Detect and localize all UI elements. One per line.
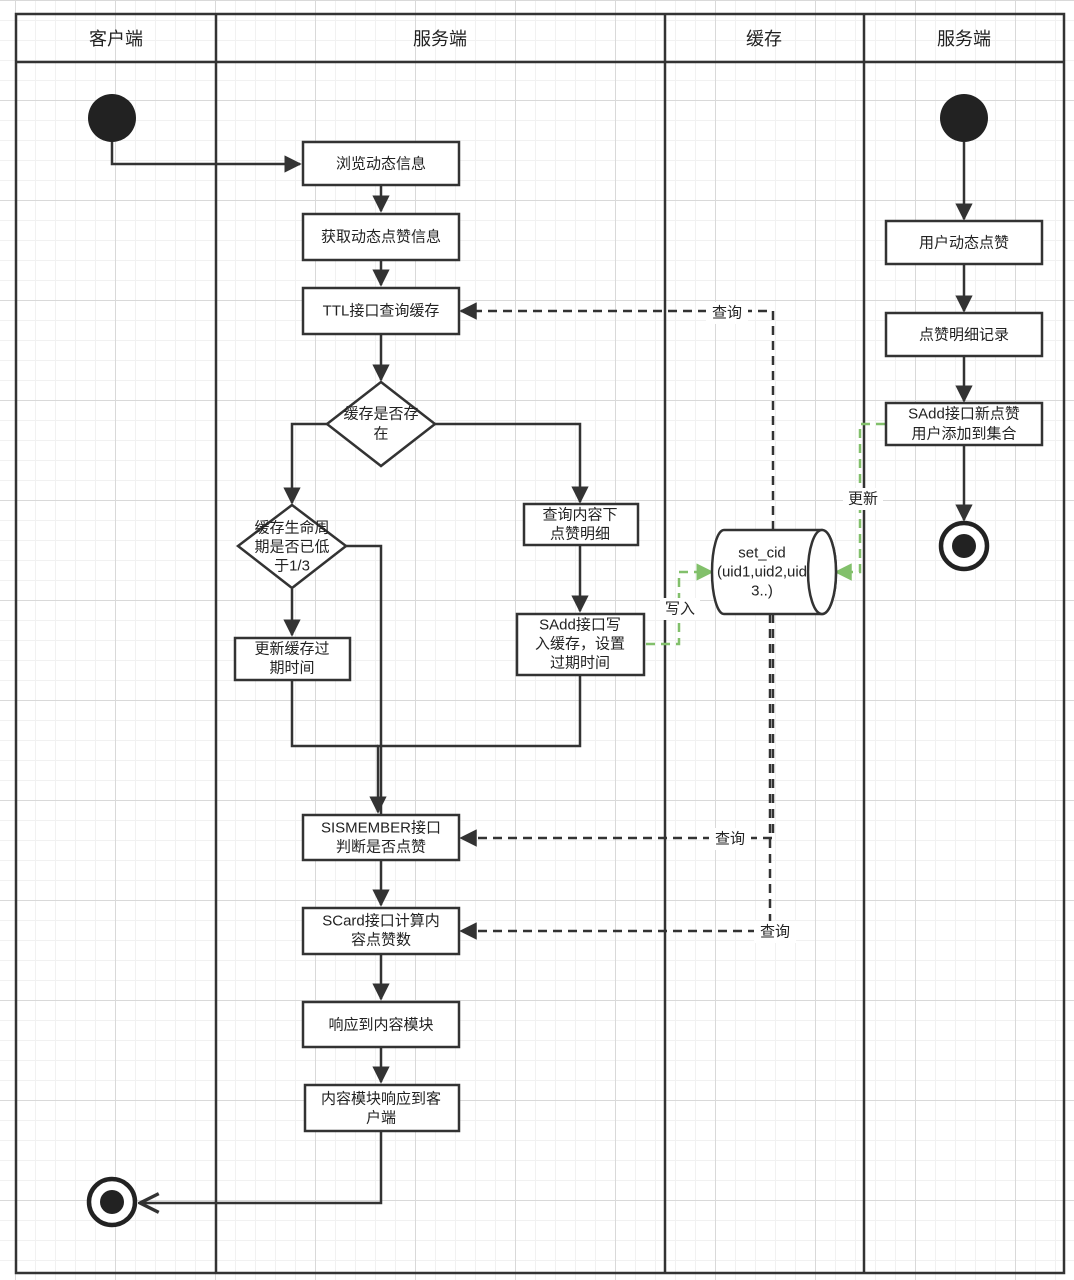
action-like-record: [884, 311, 1044, 358]
action-update-expire-line1: 更新缓存过: [254, 641, 329, 658]
action-scard: [301, 906, 461, 956]
decision-cache-exists-line1: 缓存是否存: [343, 406, 418, 423]
end-node-client: [86, 1176, 138, 1228]
edge-decision-to-ttl-check: [283, 422, 327, 505]
label-bg: [706, 302, 748, 324]
decision-ttl-check-line3: 于1/3: [274, 558, 310, 575]
action-like-record-label: 点赞明细记录: [919, 327, 1009, 344]
action-sadd-new: [884, 401, 1044, 447]
action-update-expire-line2: 期时间: [269, 660, 314, 677]
action-sismember-line1: SISMEMBER接口: [321, 820, 441, 837]
action-module-respond-client-line1: 内容模块响应到客: [321, 1090, 441, 1108]
flow-edges: [110, 140, 973, 1203]
action-sadd-write: [515, 612, 646, 677]
action-sismember-line2: 判断是否点赞: [336, 839, 426, 856]
edge-cache-to-ttl-query: [459, 302, 775, 530]
lane-header-server: 服务端: [413, 29, 467, 49]
action-browse-label: 浏览动态信息: [336, 156, 426, 173]
start-node-client: [88, 94, 136, 142]
action-get-like: [301, 212, 461, 262]
label-bg: [660, 598, 700, 620]
action-get-like-label: 获取动态点赞信息: [321, 229, 441, 246]
edge-decision-to-query-detail: [435, 422, 589, 504]
action-query-detail-line2: 点赞明细: [550, 526, 610, 543]
swimlane-frame: [14, 12, 1066, 1275]
lane-header-server-2: 服务端: [937, 29, 991, 49]
edge-label-update: 更新: [848, 491, 878, 508]
cache-set-cid-line2: (uid1,uid2,uid: [717, 564, 807, 581]
edge-module-to-end: [140, 1132, 383, 1203]
label-bg: [709, 828, 751, 850]
action-user-like-label: 用户动态点赞: [919, 235, 1009, 252]
edge-sadd-to-sismember: [369, 676, 582, 814]
end-node-server2: [938, 520, 990, 572]
action-sadd-new-line2: 用户添加到集合: [911, 426, 1016, 443]
action-sadd-write-line3: 过期时间: [550, 655, 610, 672]
action-ttl-query: [301, 286, 461, 336]
edge-label-query-scard: 查询: [760, 924, 790, 941]
action-ttl-query-label: TTL接口查询缓存: [323, 303, 440, 320]
action-browse: [301, 140, 461, 187]
lane-header-cache: 缓存: [746, 29, 782, 49]
edge-start-to-browse: [110, 140, 302, 173]
cache-set-cid-line1: set_cid: [738, 545, 786, 562]
label-bg: [754, 921, 796, 943]
action-query-detail-line1: 查询内容下: [542, 507, 617, 524]
edge-ttl-check-to-merge: [346, 544, 383, 814]
action-module-respond-client: [303, 1083, 461, 1133]
cache-set-cid-line3: 3..): [751, 583, 773, 600]
decision-ttl-check-line2: 期是否已低: [254, 539, 329, 556]
edge-label-write: 写入: [665, 601, 695, 618]
edge-update-to-merge: [290, 681, 378, 748]
edge-label-query-ttl: 查询: [712, 305, 742, 322]
start-node-server2: [940, 94, 988, 142]
lane-header-client: 客户端: [89, 29, 143, 49]
decision-ttl-check-line1: 缓存生命周: [254, 519, 329, 537]
action-respond-module-label: 响应到内容模块: [328, 1016, 433, 1034]
action-scard-line1: SCard接口计算内: [322, 912, 440, 930]
decision-ttl-check: [235, 503, 349, 590]
action-user-like: [884, 219, 1044, 266]
action-sadd-new-line1: SAdd接口新点赞: [908, 406, 1020, 423]
label-bg: [843, 488, 883, 510]
action-sismember: [301, 813, 461, 862]
action-module-respond-client-line2: 户端: [366, 1110, 396, 1127]
action-query-detail: [522, 502, 640, 547]
action-update-expire: [233, 636, 352, 682]
edge-label-query-sismember: 查询: [715, 831, 745, 848]
action-respond-module: [301, 1000, 461, 1049]
action-sadd-write-line1: SAdd接口写: [539, 617, 621, 634]
decision-cache-exists-line2: 在: [373, 426, 388, 443]
action-scard-line2: 容点赞数: [351, 932, 411, 949]
action-sadd-write-line2: 入缓存，设置: [535, 636, 625, 653]
cache-set-cid: [710, 528, 838, 616]
decision-cache-exists: [324, 380, 438, 468]
